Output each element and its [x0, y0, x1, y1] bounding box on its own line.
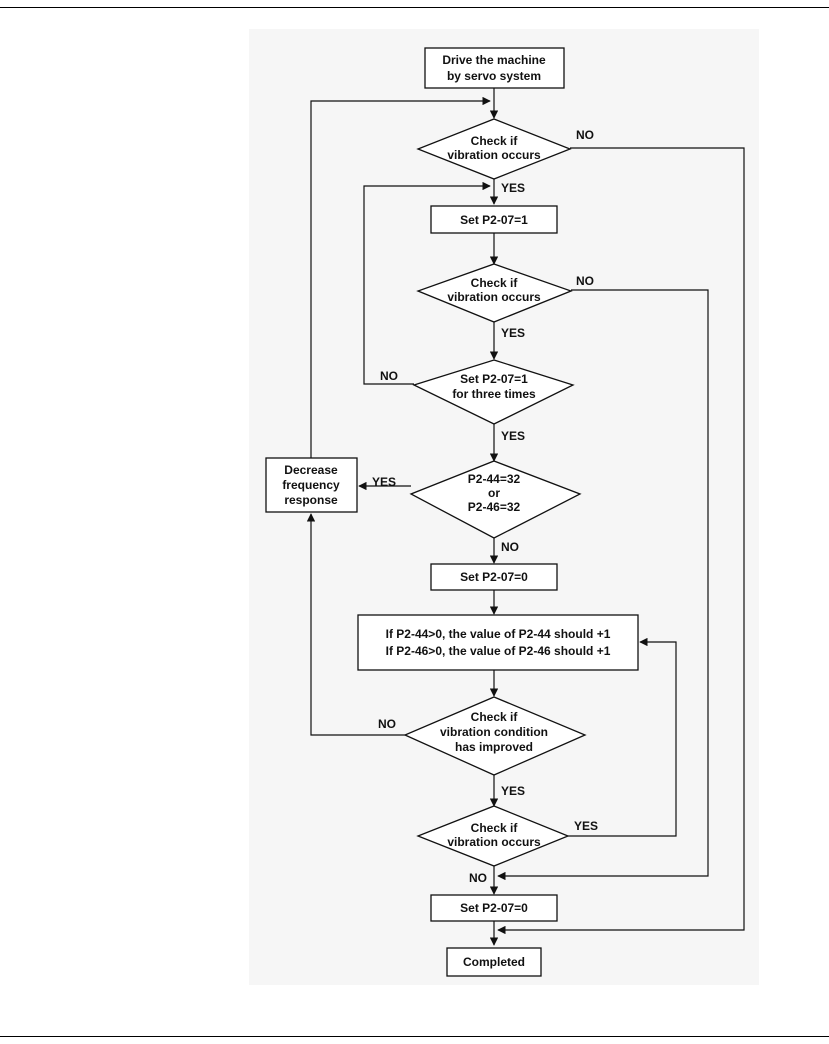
node-check5-line-3: has improved [455, 740, 533, 754]
label-c6-yes: YES [574, 819, 598, 833]
node-check1: Check if vibration occurs [416, 118, 572, 180]
node-check3: Set P2-07=1 for three times [412, 359, 575, 425]
node-check5: Check if vibration condition has improve… [403, 696, 587, 776]
edge-check5-no [306, 513, 405, 736]
node-decrease-line-3: response [284, 493, 338, 507]
node-check5-line-1: Check if [471, 710, 519, 724]
node-check6: Check if vibration occurs [416, 805, 570, 867]
node-start: Drive the machine by servo system [424, 47, 565, 89]
label-c2-yes: YES [501, 326, 525, 340]
node-check5-line-2: vibration condition [440, 725, 548, 739]
node-set0a: Set P2-07=0 [430, 563, 558, 591]
node-adjust-line-2: If P2-46>0, the value of P2-46 should +1 [386, 644, 611, 658]
connectors [306, 88, 745, 946]
node-start-line-2: by servo system [447, 69, 541, 83]
edge-check1-no [497, 147, 745, 935]
node-decrease-line-1: Decrease [284, 463, 338, 477]
label-c3-no: NO [380, 369, 398, 383]
node-check1-line-1: Check if [471, 134, 519, 148]
footer-rule [0, 1036, 829, 1037]
label-c6-no: NO [469, 871, 487, 885]
node-check2-line-2: vibration occurs [447, 290, 541, 304]
node-check3-line-1: Set P2-07=1 [460, 372, 528, 386]
label-c1-no: NO [576, 128, 594, 142]
node-completed-line-1: Completed [463, 955, 525, 969]
edge-decrease-loop [310, 96, 491, 458]
node-set0b: Set P2-07=0 [430, 894, 558, 922]
node-check4: P2-44=32 or P2-46=32 [409, 460, 582, 539]
node-set1-line-1: Set P2-07=1 [460, 213, 528, 227]
node-check6-line-2: vibration occurs [447, 835, 541, 849]
node-check3-line-2: for three times [452, 387, 536, 401]
label-c4-no: NO [501, 540, 519, 554]
node-check4-line-1: P2-44=32 [468, 472, 521, 486]
node-check4-line-3: P2-46=32 [468, 500, 521, 514]
node-start-line-1: Drive the machine [442, 53, 546, 67]
edge-check6-yes [568, 637, 677, 837]
node-check1-line-2: vibration occurs [447, 148, 541, 162]
node-decrease: Decrease frequency response [265, 457, 358, 513]
label-c2-no: NO [576, 274, 594, 288]
node-set0a-line-1: Set P2-07=0 [460, 570, 528, 584]
node-completed: Completed [446, 947, 542, 977]
node-adjust: If P2-44>0, the value of P2-44 should +1… [357, 614, 639, 671]
label-c3-yes: YES [501, 429, 525, 443]
node-decrease-line-2: frequency [282, 478, 340, 492]
label-c5-yes: YES [501, 784, 525, 798]
node-set1: Set P2-07=1 [430, 205, 558, 234]
edge-check3-no [363, 181, 491, 385]
node-check2-line-1: Check if [471, 276, 519, 290]
node-check6-line-1: Check if [471, 821, 519, 835]
edge-check2-no [497, 289, 709, 881]
node-check2: Check if vibration occurs [416, 263, 573, 323]
node-check4-line-2: or [488, 486, 500, 500]
label-c4-yes: YES [372, 475, 396, 489]
header-rule [0, 7, 829, 8]
label-c5-no: NO [378, 717, 396, 731]
node-adjust-line-1: If P2-44>0, the value of P2-44 should +1 [386, 627, 611, 641]
label-c1-yes: YES [501, 181, 525, 195]
node-set0b-line-1: Set P2-07=0 [460, 901, 528, 915]
edge-labels: NO YES NO YES NO YES YES NO NO YES YES N… [372, 128, 598, 885]
